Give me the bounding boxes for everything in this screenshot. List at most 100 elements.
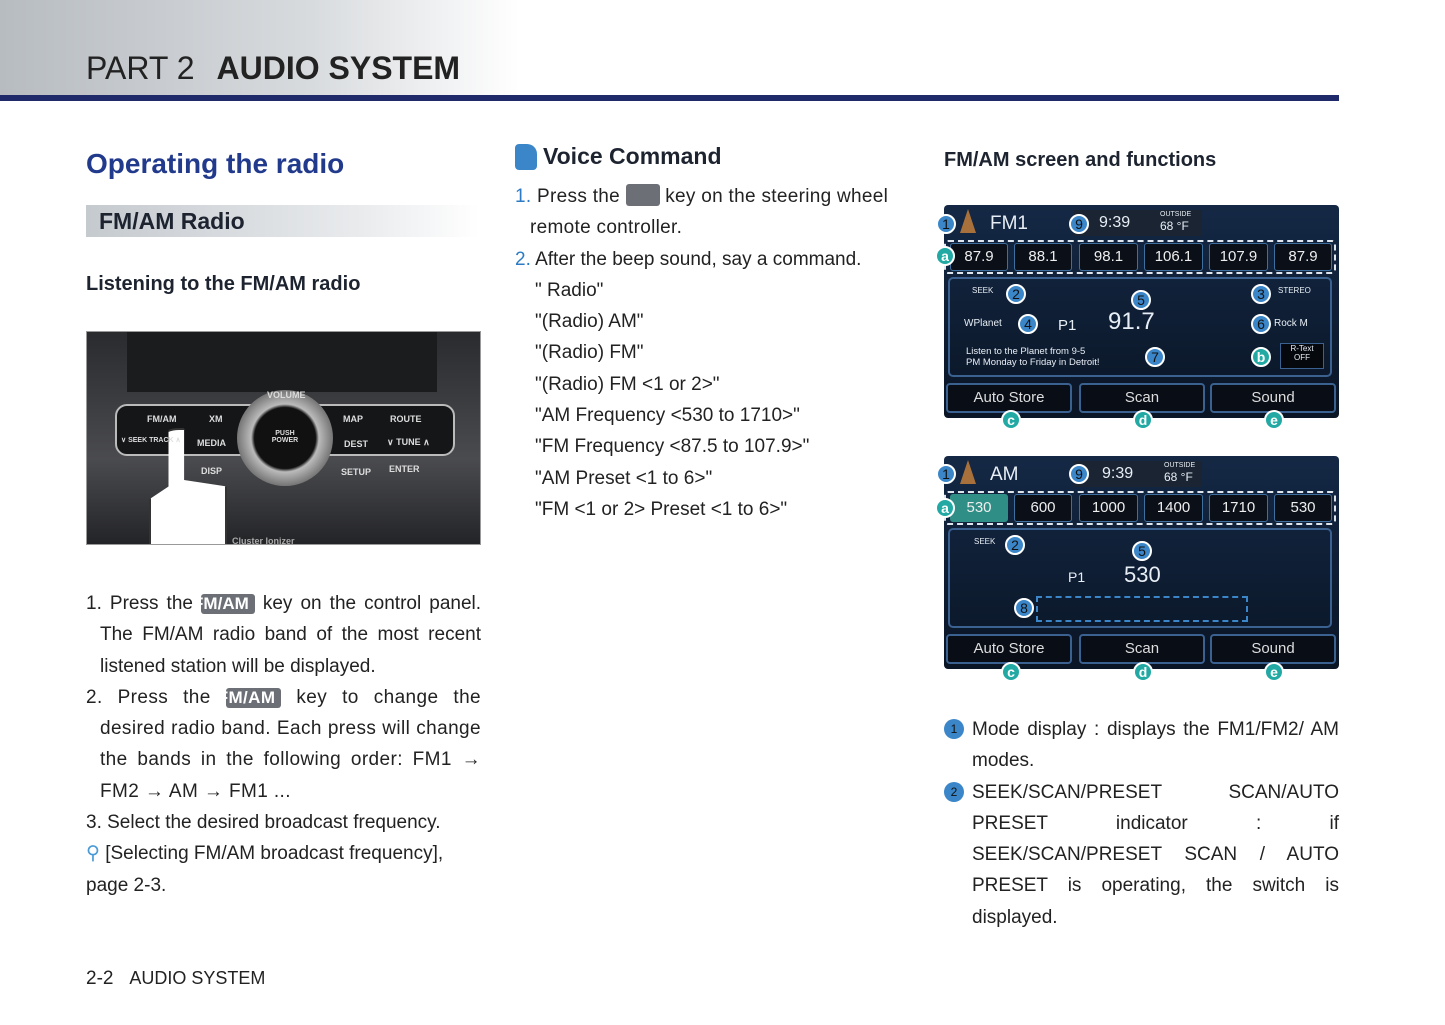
photo-label-seek: ∨ SEEK TRACK ∧: [121, 437, 181, 444]
antenna-icon: [960, 460, 976, 484]
page-number: 2-2: [86, 968, 114, 989]
preset-button[interactable]: 107.9: [1209, 243, 1268, 271]
fmam-key: FM/AM: [193, 594, 255, 614]
photo-label-setup: SETUP: [341, 467, 372, 477]
talk-key-icon: [625, 184, 660, 206]
station-name: WPlanet: [964, 318, 1002, 329]
page-header: PART 2 AUDIO SYSTEM: [86, 50, 460, 87]
photo-label-fmam: FM/AM: [147, 414, 177, 424]
photo-label-media: MEDIA: [197, 438, 226, 448]
note-number: 2: [944, 781, 964, 802]
preset-button[interactable]: 1400: [1144, 494, 1203, 522]
command-item: "AM Preset <1 to 6>": [535, 467, 713, 489]
callout-a: a: [935, 498, 955, 518]
step-text: key on the steering wheel remote control…: [530, 186, 889, 239]
note-2: 2 SEEK/SCAN/PRESET SCAN/AUTO PRESET indic…: [944, 777, 1339, 933]
callout-9: 9: [1069, 464, 1089, 484]
preset-button[interactable]: 98.1: [1079, 243, 1138, 271]
auto-store-button[interactable]: Auto Store: [946, 634, 1072, 664]
info-panel: [948, 528, 1332, 628]
command-list: " Radio" "(Radio) AM" "(Radio) FM" "(Rad…: [515, 275, 910, 525]
program-type: Rock M: [1274, 318, 1308, 329]
page-footer: 2-2 AUDIO SYSTEM: [86, 968, 265, 990]
step-2: 2. Press the FM/AM key to change the des…: [86, 682, 481, 807]
fmam-key: FM/AM: [218, 687, 282, 708]
voice-command-icon: [515, 143, 537, 170]
hd-area: [1036, 596, 1248, 622]
preset-button[interactable]: 600: [1014, 494, 1072, 522]
step-text: key on the control panel. The FM/AM radi…: [100, 593, 482, 677]
photo-label-cluster: Cluster Ionizer: [232, 536, 295, 545]
note-text: SEEK/SCAN/PRESET SCAN/AUTO PRESET indica…: [972, 781, 1339, 928]
frequency: 91.7: [1108, 308, 1155, 335]
callout-c: c: [1001, 662, 1021, 682]
preset-button[interactable]: 1000: [1079, 494, 1138, 522]
command-item: "FM <1 or 2> Preset <1 to 6>": [535, 498, 788, 520]
header-band: PART 2 AUDIO SYSTEM: [0, 0, 520, 95]
preset-button[interactable]: 530: [1274, 494, 1332, 522]
step-text: key to change the desired radio band. Ea…: [100, 686, 482, 802]
function-notes: 1 Mode display : displays the FM1/FM2/ AM…: [944, 714, 1339, 933]
photo-label-enter: ENTER: [389, 464, 420, 474]
part-label: PART 2: [86, 50, 195, 86]
preset-number: P1: [1058, 317, 1077, 334]
photo-label-disp: DISP: [201, 466, 223, 476]
subsection-band: FM/AM Radio: [86, 205, 480, 237]
reference-link[interactable]: [Selecting FM/AM broadcast frequency], p…: [86, 843, 444, 896]
callout-d: d: [1133, 662, 1153, 682]
scan-button[interactable]: Scan: [1079, 383, 1205, 413]
preset-button[interactable]: 87.9: [950, 243, 1008, 271]
sound-button[interactable]: Sound: [1210, 383, 1336, 413]
callout-a: a: [935, 246, 955, 266]
callout-6: 6: [1251, 314, 1271, 334]
volume-knob: [237, 390, 333, 486]
preset-button[interactable]: 1710: [1209, 494, 1268, 522]
preset-button-selected[interactable]: 530: [950, 494, 1008, 522]
step-text: 1. Press the: [86, 593, 193, 614]
callout-e: e: [1264, 410, 1284, 430]
sound-button[interactable]: Sound: [1210, 634, 1336, 664]
footer-section: AUDIO SYSTEM: [129, 968, 266, 988]
seek-indicator: SEEK: [972, 286, 994, 295]
callout-1: 1: [936, 464, 956, 484]
outside-label: OUTSIDE: [1160, 211, 1192, 218]
reference-icon: ⚲: [86, 843, 100, 865]
callout-7: 7: [1145, 347, 1165, 367]
antenna-icon: [960, 209, 976, 233]
note-number: 1: [944, 719, 964, 739]
callout-5: 5: [1131, 290, 1151, 310]
clock-box: [1074, 461, 1202, 487]
clock: 9:39: [1099, 214, 1131, 231]
rtext-state: OFF: [1294, 353, 1310, 362]
clock: 9:39: [1102, 465, 1134, 482]
note-1: 1 Mode display : displays the FM1/FM2/ AM…: [944, 714, 1339, 777]
screen-functions-title: FM/AM screen and functions: [944, 149, 1217, 171]
command-item: "AM Frequency <530 to 1710>": [535, 405, 800, 427]
step-text: 2. Press the: [86, 686, 211, 708]
command-item: "(Radio) AM": [535, 311, 644, 333]
callout-b: b: [1251, 347, 1271, 367]
mode-display: AM: [990, 464, 1019, 485]
voice-command-steps: 1. Press the key on the steering wheel r…: [515, 181, 910, 525]
info-panel: [948, 277, 1332, 377]
photo-label-dest: DEST: [344, 439, 369, 449]
note-text: Mode display : displays the FM1/FM2/ AM …: [972, 719, 1339, 772]
photo-label-route: ROUTE: [390, 414, 422, 424]
preset-button[interactable]: 106.1: [1144, 243, 1203, 271]
control-panel-photo: VOLUME PUSH POWER FM/AM XM MAP ROUTE ∨ S…: [86, 331, 481, 545]
photo-label-xm: XM: [209, 414, 223, 424]
voice-step-2: 2. After the beep sound, say a command.: [515, 244, 910, 275]
chapter-title: AUDIO SYSTEM: [216, 50, 461, 86]
frequency: 530: [1124, 562, 1161, 587]
preset-button[interactable]: 88.1: [1014, 243, 1072, 271]
fm-screen: FM1 9:39 OUTSIDE 68 °F 87.9 88.1 98.1 10…: [944, 205, 1339, 418]
callout-2: 2: [1005, 535, 1025, 555]
command-item: "(Radio) FM <1 or 2>": [535, 373, 720, 395]
rtext-label: R-Text: [1290, 344, 1314, 353]
preset-button[interactable]: 87.9: [1274, 243, 1332, 271]
voice-command-title: Voice Command: [543, 143, 722, 169]
photo-label-tune: ∨ TUNE ∧: [387, 437, 430, 447]
auto-store-button[interactable]: Auto Store: [946, 383, 1072, 413]
scan-button[interactable]: Scan: [1079, 634, 1205, 664]
